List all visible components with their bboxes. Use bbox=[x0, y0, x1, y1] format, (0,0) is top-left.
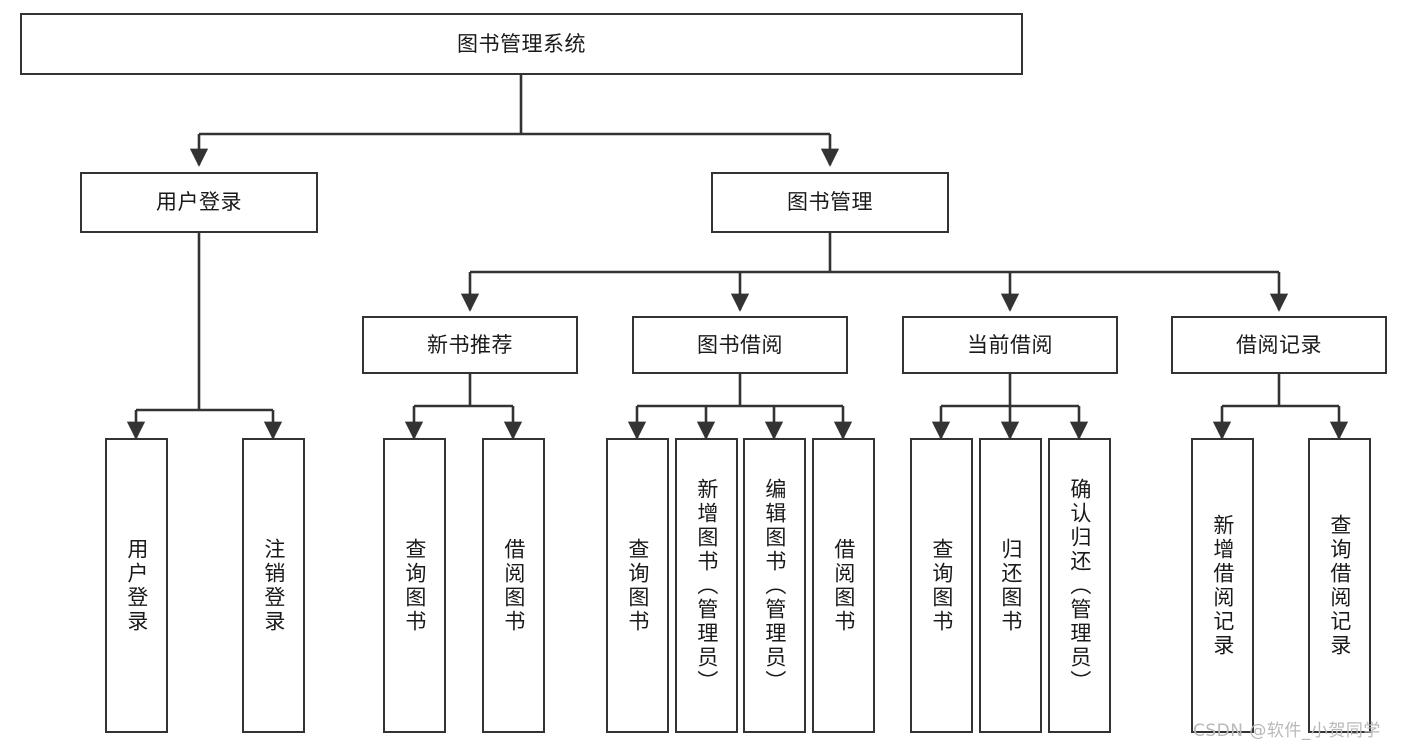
leaf-borrow-record-add-record[interactable]: 新增借阅记录 bbox=[1191, 438, 1254, 733]
leaf-user-login-logout[interactable]: 注销登录 bbox=[242, 438, 305, 733]
leaf-current-borrow-confirm-return-admin-label: 确认归还（管理员） bbox=[1067, 477, 1092, 694]
node-current-borrow[interactable]: 当前借阅 bbox=[902, 316, 1118, 374]
leaf-book-borrow-borrow-book[interactable]: 借阅图书 bbox=[812, 438, 875, 733]
csdn-watermark: CSDN @软件_小贺同学 bbox=[1193, 721, 1381, 741]
node-user-login-label: 用户登录 bbox=[156, 190, 242, 215]
node-new-book-recommend[interactable]: 新书推荐 bbox=[362, 316, 578, 374]
leaf-borrow-record-add-record-label: 新增借阅记录 bbox=[1210, 513, 1235, 658]
node-new-book-recommend-label: 新书推荐 bbox=[427, 332, 513, 357]
leaf-current-borrow-query-book[interactable]: 查询图书 bbox=[910, 438, 973, 733]
node-book-management-label: 图书管理 bbox=[787, 190, 873, 215]
node-book-borrow[interactable]: 图书借阅 bbox=[632, 316, 848, 374]
leaf-user-login-login-label: 用户登录 bbox=[124, 537, 149, 634]
node-borrow-record-label: 借阅记录 bbox=[1236, 332, 1322, 357]
node-current-borrow-label: 当前借阅 bbox=[967, 332, 1053, 357]
leaf-new-book-query-book[interactable]: 查询图书 bbox=[383, 438, 446, 733]
leaf-borrow-record-query-record[interactable]: 查询借阅记录 bbox=[1308, 438, 1371, 733]
leaf-new-book-borrow-book-label: 借阅图书 bbox=[501, 537, 526, 634]
node-user-login[interactable]: 用户登录 bbox=[80, 172, 318, 233]
leaf-user-login-logout-label: 注销登录 bbox=[261, 537, 286, 634]
node-root-system-label: 图书管理系统 bbox=[457, 31, 586, 56]
leaf-current-borrow-return-book-label: 归还图书 bbox=[998, 537, 1023, 634]
node-book-management[interactable]: 图书管理 bbox=[711, 172, 949, 233]
leaf-book-borrow-edit-book-admin-label: 编辑图书（管理员） bbox=[762, 477, 787, 694]
leaf-book-borrow-query-book-label: 查询图书 bbox=[625, 537, 650, 634]
node-book-borrow-label: 图书借阅 bbox=[697, 332, 783, 357]
leaf-current-borrow-confirm-return-admin[interactable]: 确认归还（管理员） bbox=[1048, 438, 1111, 733]
leaf-user-login-login[interactable]: 用户登录 bbox=[105, 438, 168, 733]
leaf-book-borrow-query-book[interactable]: 查询图书 bbox=[606, 438, 669, 733]
leaf-new-book-borrow-book[interactable]: 借阅图书 bbox=[482, 438, 545, 733]
leaf-book-borrow-add-book-admin-label: 新增图书（管理员） bbox=[694, 477, 719, 694]
leaf-book-borrow-edit-book-admin[interactable]: 编辑图书（管理员） bbox=[743, 438, 806, 733]
node-root-system[interactable]: 图书管理系统 bbox=[20, 13, 1023, 75]
leaf-current-borrow-query-book-label: 查询图书 bbox=[929, 537, 954, 634]
leaf-new-book-query-book-label: 查询图书 bbox=[402, 537, 427, 634]
leaf-book-borrow-add-book-admin[interactable]: 新增图书（管理员） bbox=[675, 438, 738, 733]
leaf-borrow-record-query-record-label: 查询借阅记录 bbox=[1327, 513, 1352, 658]
leaf-book-borrow-borrow-book-label: 借阅图书 bbox=[831, 537, 856, 634]
leaf-current-borrow-return-book[interactable]: 归还图书 bbox=[979, 438, 1042, 733]
node-borrow-record[interactable]: 借阅记录 bbox=[1171, 316, 1387, 374]
